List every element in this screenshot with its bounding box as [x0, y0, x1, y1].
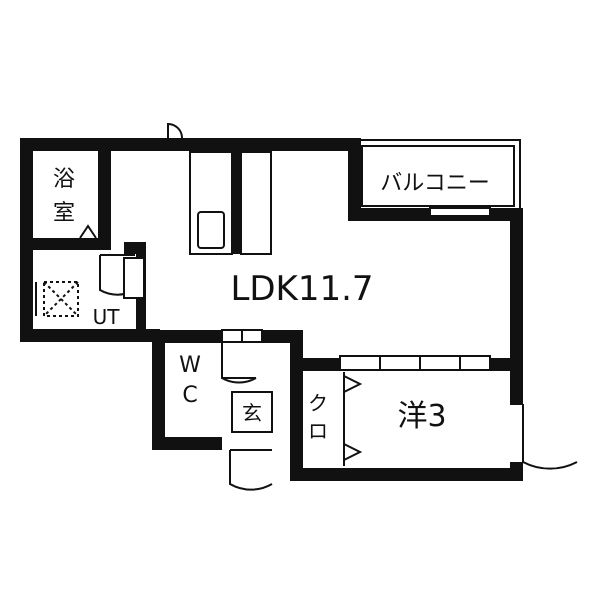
closet-label-2: ロ — [308, 419, 328, 443]
kitchen-wall-stub — [232, 138, 240, 188]
western-room-label: 洋3 — [397, 399, 446, 434]
closet-label-1: ク — [308, 391, 328, 415]
windows — [123, 207, 491, 371]
balcony-area — [355, 139, 521, 213]
balcony-label: バルコニー — [380, 171, 490, 196]
door-wc[interactable] — [221, 343, 257, 384]
kitchen-counter — [189, 151, 272, 255]
wc-label-2: C — [182, 383, 197, 408]
ldk-label: LDK11.7 — [230, 269, 373, 309]
closet-doors[interactable] — [343, 372, 363, 466]
utility-label: UT — [93, 305, 121, 329]
bath-label-1: 浴 — [53, 167, 75, 192]
entrance-box — [231, 391, 273, 433]
door-entrance[interactable] — [229, 449, 273, 491]
washing-machine-icon — [35, 281, 79, 317]
door-top[interactable] — [167, 122, 183, 150]
wc-label-1: W — [179, 353, 201, 378]
door-western-exterior[interactable] — [510, 403, 578, 470]
entrance-label: 玄 — [242, 401, 262, 425]
bath-label-2: 室 — [53, 201, 75, 226]
bath-walls — [20, 138, 146, 342]
door-bath[interactable] — [79, 224, 97, 239]
